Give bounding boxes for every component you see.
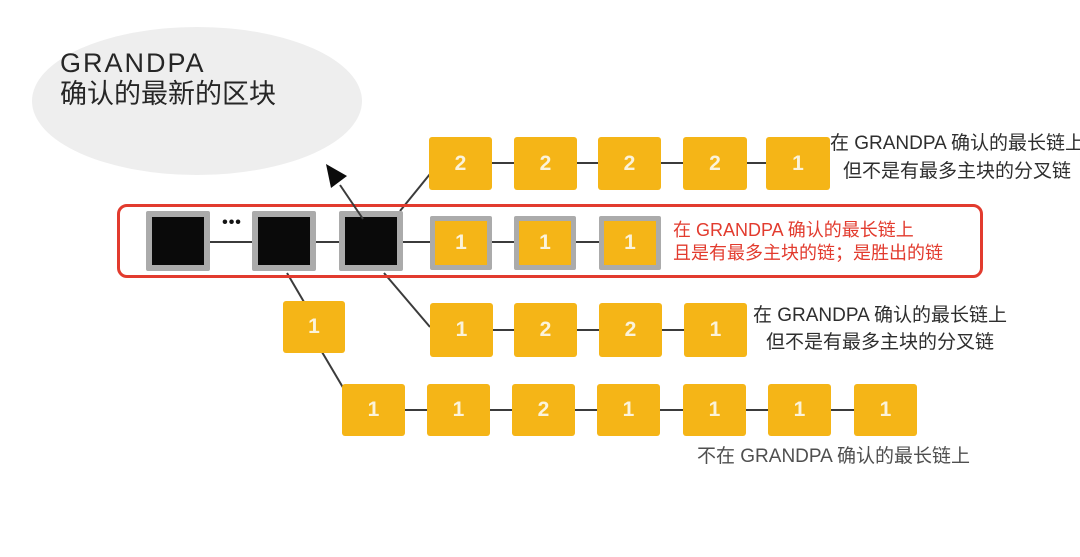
winning-annotation-line1: 在 GRANDPA 确认的最长链上	[673, 220, 914, 240]
winning-chain-highlight	[117, 204, 983, 278]
middle-fork-annotation: 在 GRANDPA 确认的最长链上 但不是有最多主块的分叉链	[750, 302, 1010, 356]
middle-fork-stub-block: 1	[283, 301, 345, 353]
top-fork-block: 2	[514, 137, 577, 190]
grandpa-title: GRANDPA	[60, 48, 206, 78]
grandpa-ellipse-label: GRANDPA 确认的最新的区块	[60, 48, 276, 109]
bottom-fork-block: 2	[512, 384, 575, 436]
bottom-fork-block: 1	[427, 384, 490, 436]
middle-fork-block: 1	[684, 303, 747, 357]
top-fork-block: 2	[598, 137, 661, 190]
middle-fork-block: 1	[430, 303, 493, 357]
top-fork-annotation-line2: 但不是有最多主块的分叉链	[842, 161, 1071, 182]
winning-chain-block: 1	[514, 216, 576, 270]
finalized-block-latest	[339, 211, 403, 271]
middle-fork-block: 2	[599, 303, 662, 357]
top-fork-block: 2	[683, 137, 747, 190]
bottom-fork-block: 1	[597, 384, 660, 436]
finalized-block	[146, 211, 210, 271]
bottom-fork-block: 1	[342, 384, 405, 436]
finalized-block	[252, 211, 316, 271]
grandpa-subtitle: 确认的最新的区块	[60, 79, 276, 109]
winning-chain-block: 1	[430, 216, 492, 270]
bottom-fork-annotation: 不在 GRANDPA 确认的最长链上	[697, 443, 970, 470]
bottom-fork-block: 1	[768, 384, 831, 436]
bottom-fork-block: 1	[683, 384, 746, 436]
middle-fork-annotation-line1: 在 GRANDPA 确认的最长链上	[752, 305, 1008, 326]
top-fork-annotation-line1: 在 GRANDPA 确认的最长链上	[829, 133, 1080, 154]
middle-fork-annotation-line2: 但不是有最多主块的分叉链	[765, 332, 994, 353]
top-fork-annotation: 在 GRANDPA 确认的最长链上 但不是有最多主块的分叉链	[827, 130, 1080, 186]
winning-chain-block: 1	[599, 216, 661, 270]
winning-annotation-line2: 且是有最多主块的链；是胜出的链	[673, 243, 943, 263]
grandpa-ellipse	[32, 27, 362, 175]
bottom-fork-annotation-line1: 不在 GRANDPA 确认的最长链上	[697, 446, 971, 467]
ellipsis-dots: •••	[222, 214, 242, 231]
bottom-fork-block: 1	[854, 384, 917, 436]
middle-fork-block: 2	[514, 303, 577, 357]
top-fork-block: 2	[429, 137, 492, 190]
top-fork-block: 1	[766, 137, 830, 190]
winning-chain-annotation: 在 GRANDPA 确认的最长链上 且是有最多主块的链；是胜出的链	[673, 219, 943, 265]
